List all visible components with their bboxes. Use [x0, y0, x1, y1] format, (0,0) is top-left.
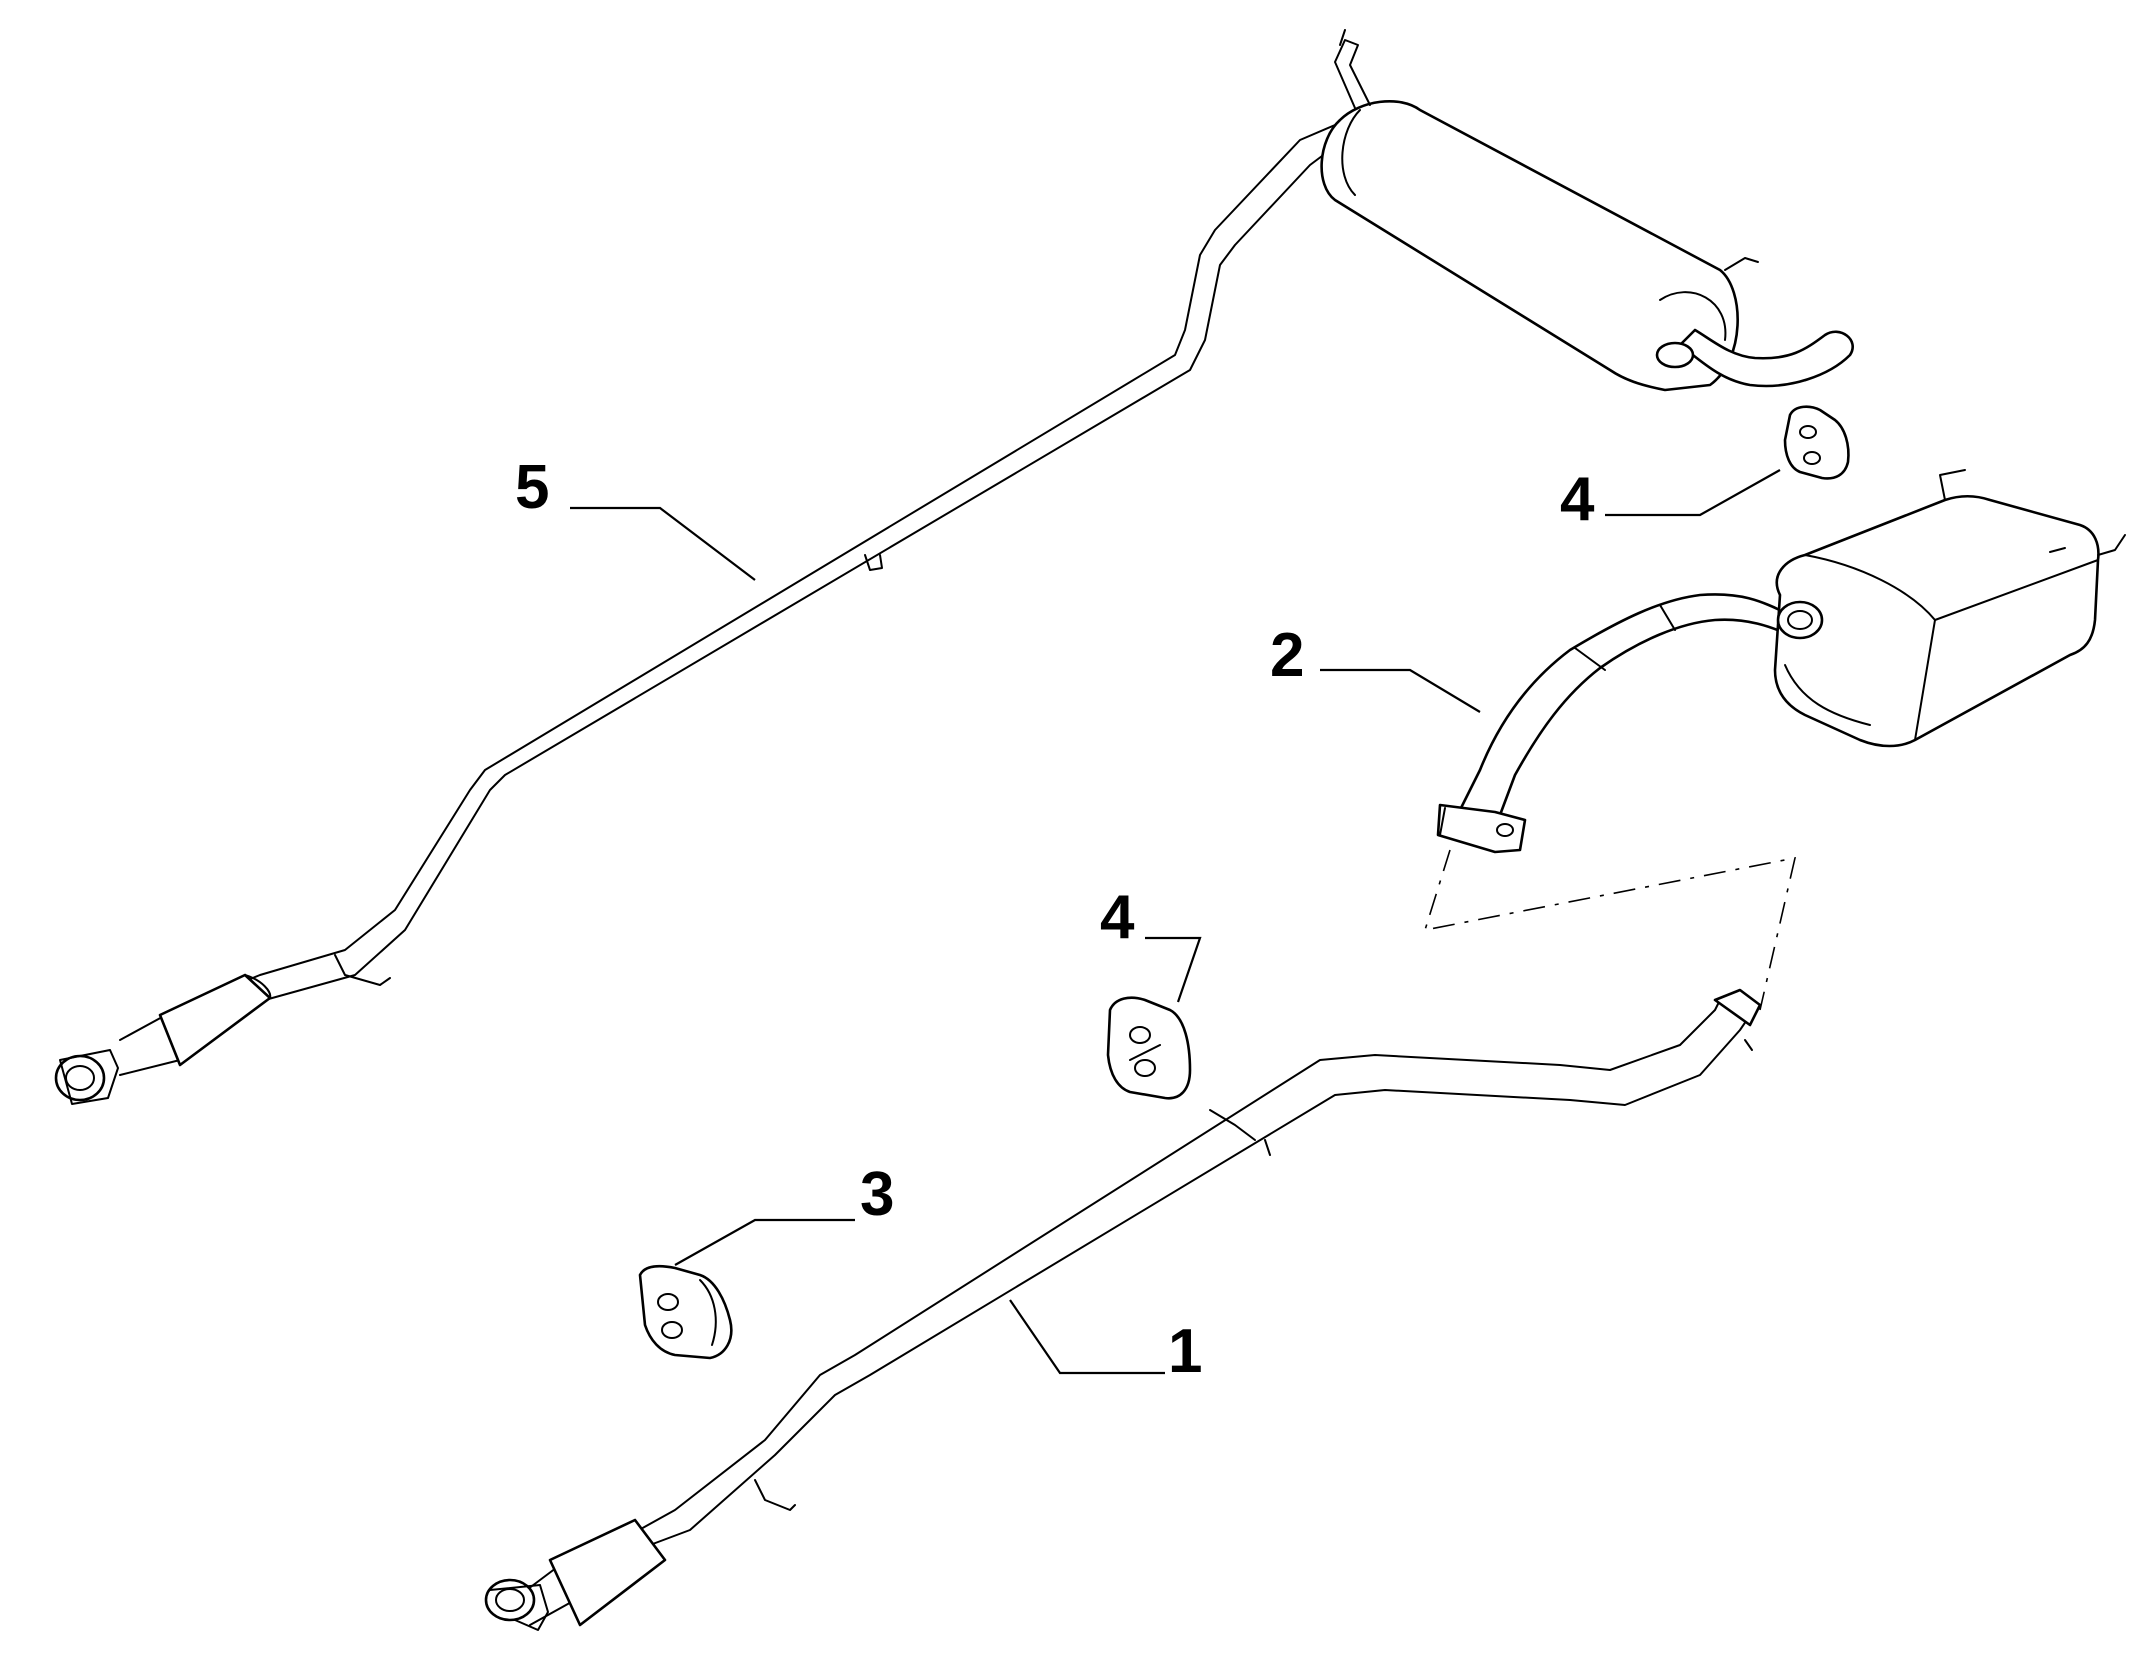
part-2-rear-muffler-assembly[interactable]: [1436, 469, 2126, 854]
leader-1: [1009, 1299, 1165, 1375]
connection-dashed-lines: [1423, 849, 1797, 1011]
leader-4a: [1605, 469, 1781, 517]
callout-4-upper: 4: [1560, 465, 1595, 534]
part-5-exhaust-pipe-with-muffler[interactable]: [54, 29, 1854, 1105]
part-1-front-exhaust-pipe[interactable]: [484, 988, 1762, 1631]
part-3-rubber-mount[interactable]: [638, 1264, 733, 1360]
callout-1: 1: [1168, 1317, 1202, 1386]
callout-3: 3: [860, 1160, 894, 1229]
callout-5: 5: [515, 453, 549, 522]
callout-2: 2: [1270, 621, 1304, 690]
leader-3: [674, 1218, 855, 1266]
part-4-rubber-mount-upper[interactable]: [1783, 405, 1850, 480]
leader-2: [1320, 668, 1481, 713]
callout-4-middle: 4: [1100, 883, 1135, 952]
leader-5: [570, 506, 756, 581]
leader-4b: [1145, 936, 1202, 1003]
part-4-rubber-mount-middle[interactable]: [1106, 996, 1192, 1100]
